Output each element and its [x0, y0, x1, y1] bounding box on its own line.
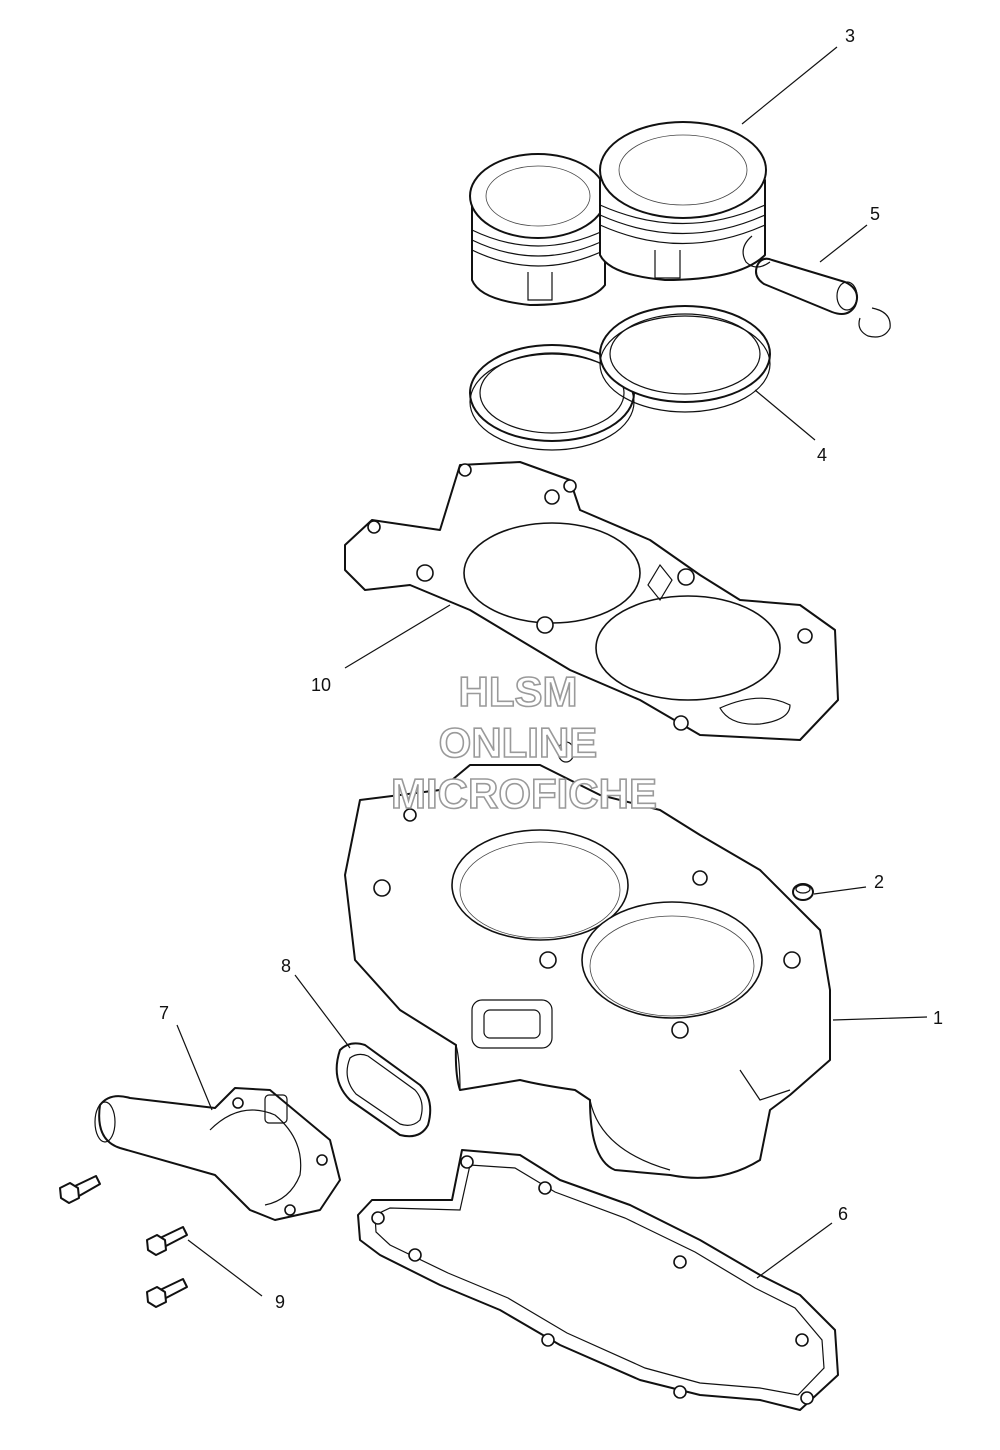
leader-10: [344, 604, 451, 669]
callout-10: 10: [311, 675, 331, 695]
leader-lines: [176, 46, 928, 1297]
small-o-ring: [557, 741, 575, 763]
leader-3: [741, 46, 838, 125]
leader-8: [294, 974, 351, 1049]
callout-5: 5: [870, 204, 880, 224]
head-gasket: [344, 461, 839, 741]
wrist-pin: [742, 235, 891, 338]
pistons: [469, 121, 767, 306]
dowel: [792, 883, 814, 901]
thermostat-housing: [94, 1087, 341, 1221]
bolt-3: [146, 1278, 188, 1308]
callout-4: 4: [817, 445, 827, 465]
leader-1: [832, 1016, 928, 1021]
leader-5: [819, 224, 868, 263]
thermostat-seal: [335, 1042, 432, 1138]
watermark: HLSM ONLINE MICROFICHE: [390, 667, 658, 818]
callouts: 3 5 4 10 2 1 8 7 6 9: [159, 26, 943, 1312]
callout-6: 6: [838, 1204, 848, 1224]
callout-1: 1: [933, 1008, 943, 1028]
leader-7: [176, 1024, 213, 1111]
base-gasket: [357, 1149, 839, 1411]
callout-7: 7: [159, 1003, 169, 1023]
piston-rings: [469, 305, 771, 451]
cylinder-block: [344, 764, 831, 1179]
callout-9: 9: [275, 1292, 285, 1312]
callout-3: 3: [845, 26, 855, 46]
watermark-line-3: MICROFICHE: [391, 770, 657, 817]
callout-2: 2: [874, 872, 884, 892]
leader-4: [754, 389, 816, 441]
callout-8: 8: [281, 956, 291, 976]
bolt-1: [59, 1175, 101, 1204]
leader-9: [187, 1239, 263, 1297]
bolts: [59, 1175, 188, 1308]
watermark-line-2: ONLINE: [439, 719, 598, 766]
leader-6: [756, 1222, 833, 1279]
watermark-line-1: HLSM: [459, 668, 578, 715]
bolt-2: [146, 1226, 188, 1256]
leader-2: [813, 886, 867, 895]
